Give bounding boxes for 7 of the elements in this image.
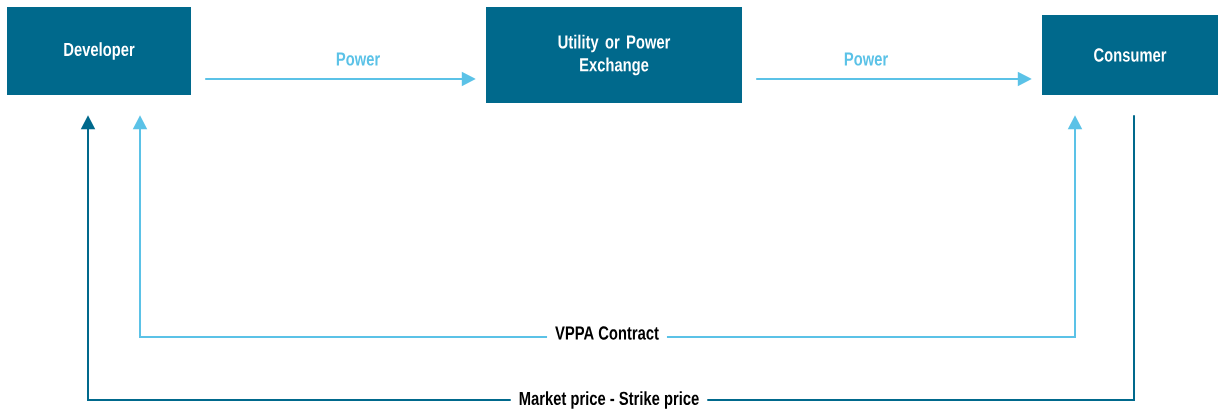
edge-label: VPPA Contract	[547, 324, 667, 342]
process-box: Developer	[7, 7, 191, 95]
edge-label: Market price - Strike price	[510, 389, 708, 411]
edge-label: Power	[835, 50, 897, 68]
edge-label: Power	[327, 50, 389, 68]
process-box: Utility or Power Exchange	[486, 7, 742, 103]
process-box: Consumer	[1042, 15, 1218, 95]
